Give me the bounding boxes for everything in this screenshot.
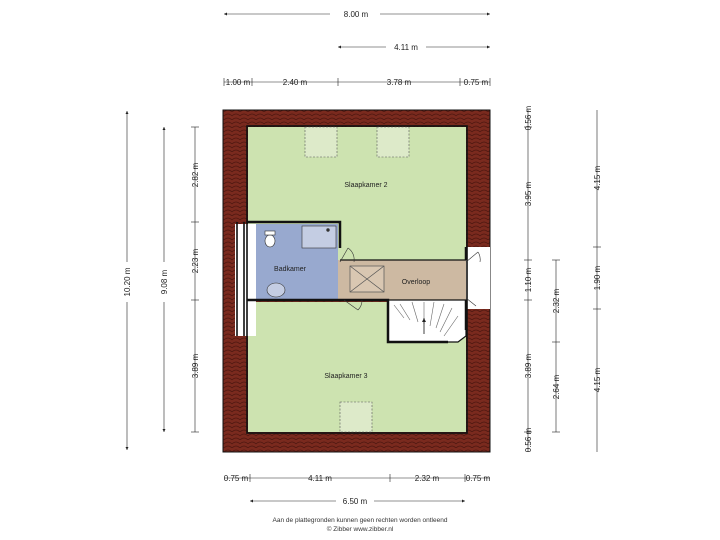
footer-disclaimer: Aan de plattegronden kunnen geen rechten…	[272, 517, 448, 524]
dim-left-seg-1: 2.82 m	[191, 162, 200, 187]
dim-left-inner: 9.08 m	[160, 269, 169, 294]
room-label-bathroom: Badkamer	[274, 266, 307, 273]
dim-right-c-2: 1.90 m	[593, 265, 602, 290]
dim-top-seg-4: 0.75 m	[464, 78, 489, 87]
dim-right-c-1: 4.15 m	[593, 165, 602, 190]
dim-top-seg-3: 3.78 m	[387, 78, 412, 87]
room-label-bedroom2: Slaapkamer 2	[344, 182, 387, 189]
bathroom-fixtures	[264, 225, 337, 298]
right-niche	[466, 247, 490, 309]
dim-top-seg-2: 2.40 m	[283, 78, 308, 87]
walls	[236, 125, 468, 434]
dim-bottom-total: 6.50 m	[343, 497, 368, 506]
staircase	[387, 299, 467, 343]
attic-hatch	[349, 265, 385, 293]
dim-right-a-2: 3.95 m	[524, 181, 533, 206]
dim-left-seg-2: 2.23 m	[191, 248, 200, 273]
doors	[339, 247, 481, 311]
dim-bottom-seg-1: 0.75 m	[224, 474, 249, 483]
footer-credit: © Zibber www.zibber.nl	[326, 526, 394, 533]
dim-top-seg-1: 1.00 m	[226, 78, 251, 87]
dim-right-c-3: 4.15 m	[593, 367, 602, 392]
dim-top-partial: 4.11 m	[394, 43, 418, 52]
dim-right-a-1: 0.56 m	[524, 105, 533, 130]
dim-bottom-seg-2: 4.11 m	[308, 474, 332, 483]
dim-right-b-1: 2.32 m	[552, 288, 561, 313]
dim-right-a-5: 0.56 m	[524, 427, 533, 452]
dim-right-a-4: 3.89 m	[524, 353, 533, 378]
dim-bottom-seg-3: 2.32 m	[415, 474, 440, 483]
dim-right-a-3: 1.10 m	[524, 267, 533, 292]
dim-top-total: 8.00 m	[344, 10, 369, 19]
skylights	[304, 126, 410, 433]
room-label-landing: Overloop	[402, 279, 431, 286]
left-recess	[235, 224, 256, 336]
dim-right-b-2: 2.64 m	[552, 374, 561, 399]
dim-left-total: 10.20 m	[123, 267, 132, 296]
dim-left-seg-3: 3.89 m	[191, 353, 200, 378]
dim-bottom-seg-4: 0.75 m	[466, 474, 491, 483]
dimension-lines	[125, 12, 601, 503]
room-label-bedroom3: Slaapkamer 3	[324, 373, 367, 380]
